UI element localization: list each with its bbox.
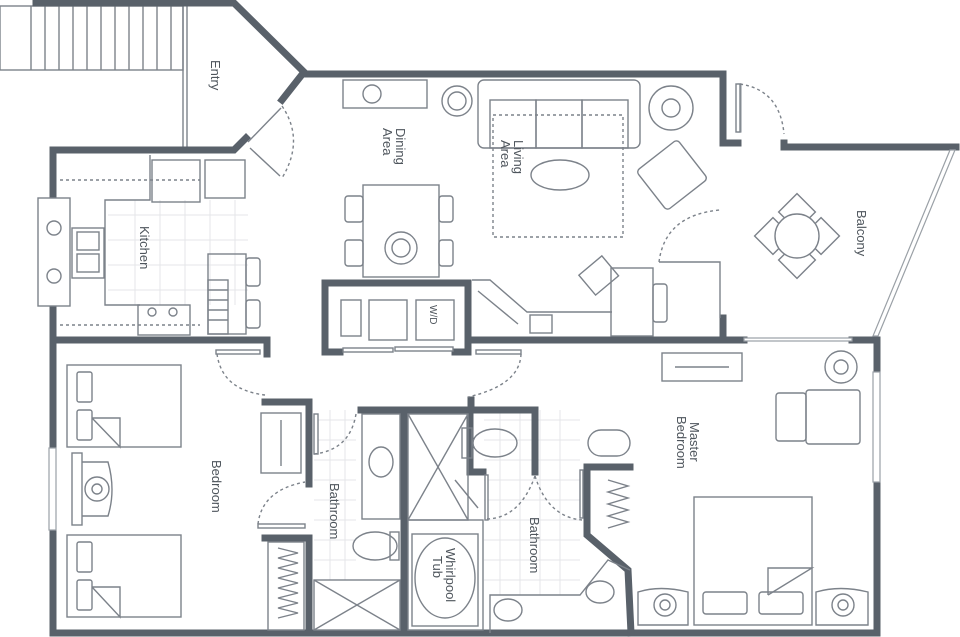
balcony-table — [774, 213, 820, 259]
vanity-1 — [361, 413, 401, 520]
tv-console — [661, 352, 743, 382]
toilet-2 — [472, 428, 518, 458]
dining-table — [362, 184, 440, 278]
room-label-entry: Entry — [208, 60, 223, 91]
room-label-living: LivingArea — [498, 140, 526, 174]
stool-icon — [46, 220, 62, 284]
room-label-kitchen: Kitchen — [137, 226, 152, 269]
washer-dryer-label: W/D — [427, 305, 438, 324]
room-label-balcony: Balcony — [854, 210, 869, 257]
room-label-bathroom-2: Bathroom — [527, 517, 542, 573]
living-fixtures — [472, 79, 707, 337]
ottoman — [587, 429, 631, 457]
breakfast-bar — [207, 253, 247, 335]
room-label-dining: DiningArea — [380, 128, 408, 165]
bathroom-tile-grid — [314, 410, 580, 595]
stove — [137, 304, 191, 336]
bedroom-fixtures — [66, 364, 305, 631]
whirlpool-tub — [411, 533, 479, 627]
kitchen-island — [37, 197, 71, 307]
armchair-master — [805, 389, 861, 445]
master-fixtures — [637, 350, 869, 626]
bathroom-1-fixtures — [313, 413, 401, 631]
laundry-fixtures — [340, 299, 455, 341]
room-label-bathroom-1: Bathroom — [327, 483, 342, 539]
room-label-whirlpool-tub: WhirlpoolTub — [430, 548, 458, 602]
bathroom-2-fixtures — [407, 413, 631, 633]
bed-1 — [66, 364, 182, 448]
dresser — [260, 412, 302, 474]
balcony-fixtures — [753, 192, 841, 280]
shower-1 — [313, 579, 401, 631]
room-label-bedroom: Bedroom — [209, 460, 224, 513]
king-bed — [693, 496, 813, 626]
room-label-master-bedroom: MasterBedroom — [674, 416, 702, 469]
desk — [610, 267, 654, 337]
stairs — [0, 5, 188, 150]
dining-fixtures — [342, 79, 473, 278]
kitchen-tile-grid — [108, 200, 248, 305]
doors — [215, 83, 785, 529]
walls — [32, 0, 960, 637]
buffet — [342, 79, 428, 109]
bed-2 — [66, 534, 182, 618]
armchair — [637, 140, 707, 210]
toilet-1 — [352, 531, 398, 561]
sofa — [477, 79, 641, 149]
kitchen-fixtures — [37, 155, 261, 336]
